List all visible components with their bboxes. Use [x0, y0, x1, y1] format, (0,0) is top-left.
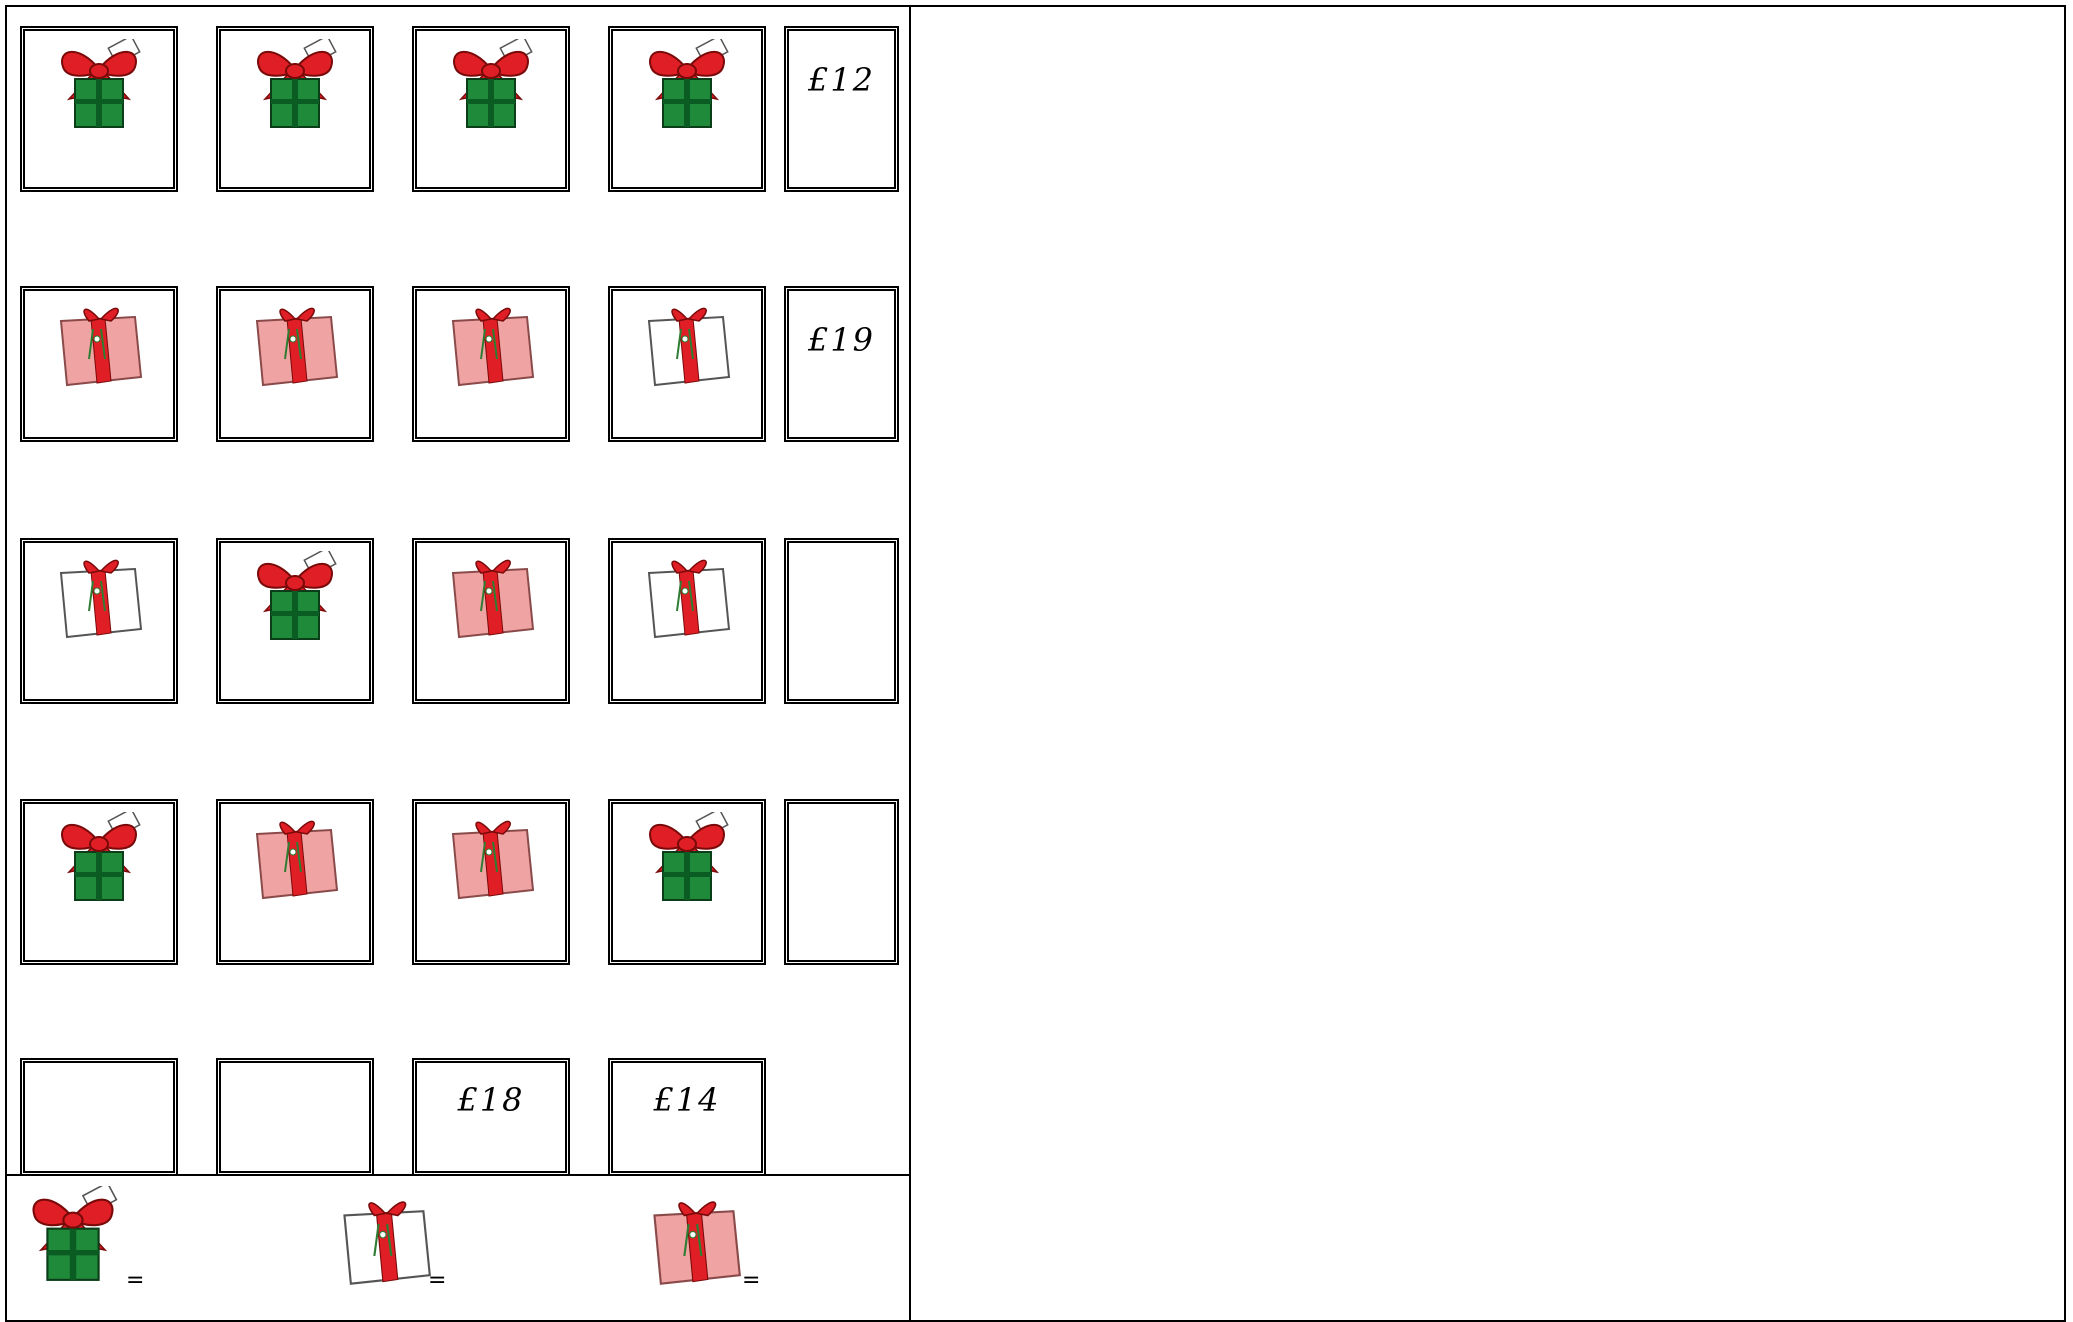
equals-sign: =	[126, 1268, 144, 1293]
green-gift-bow-icon	[637, 39, 737, 129]
column-total-cell	[216, 1058, 374, 1176]
gift-cell	[412, 799, 570, 965]
white-gift-box-icon	[49, 551, 149, 641]
pink-gift-box-icon	[49, 299, 149, 389]
gift-cell	[20, 286, 178, 442]
row-total-cell	[784, 538, 899, 704]
gift-cell	[216, 286, 374, 442]
green-gift-bow-icon	[245, 39, 345, 129]
green-gift-bow-icon	[637, 812, 737, 902]
column-total-cell: £14	[608, 1058, 766, 1176]
gift-cell	[20, 538, 178, 704]
pink-gift-box-icon	[245, 299, 345, 389]
gift-cell	[608, 26, 766, 192]
answer-panel	[909, 5, 2066, 1322]
white-gift-box-icon	[637, 551, 737, 641]
pink-gift-box-icon	[441, 812, 541, 902]
column-total-price: £18	[417, 1081, 565, 1119]
row-total-price: £19	[789, 321, 894, 359]
green-gift-bow-icon	[49, 39, 149, 129]
equals-sign: =	[742, 1268, 760, 1293]
pink-gift-box-icon	[640, 1192, 750, 1288]
green-gift-bow-icon	[245, 551, 345, 641]
gift-cell	[608, 538, 766, 704]
white-gift-box-icon	[330, 1192, 440, 1288]
gift-cell	[20, 799, 178, 965]
row-total-cell: £12	[784, 26, 899, 192]
column-total-cell: £18	[412, 1058, 570, 1176]
gift-cell	[216, 799, 374, 965]
gift-cell	[412, 286, 570, 442]
gift-cell	[412, 538, 570, 704]
row-total-cell: £19	[784, 286, 899, 442]
gift-cell	[608, 286, 766, 442]
pink-gift-box-icon	[245, 812, 345, 902]
row-total-cell	[784, 799, 899, 965]
equals-sign: =	[428, 1268, 446, 1293]
gift-cell	[412, 26, 570, 192]
green-gift-bow-icon	[18, 1186, 128, 1282]
gift-cell	[216, 26, 374, 192]
column-total-cell	[20, 1058, 178, 1176]
pink-gift-box-icon	[441, 299, 541, 389]
gift-cell	[608, 799, 766, 965]
gift-cell	[20, 26, 178, 192]
white-gift-box-icon	[637, 299, 737, 389]
row-total-price: £12	[789, 61, 894, 99]
gift-cell	[216, 538, 374, 704]
pink-gift-box-icon	[441, 551, 541, 641]
column-total-price: £14	[613, 1081, 761, 1119]
green-gift-bow-icon	[441, 39, 541, 129]
green-gift-bow-icon	[49, 812, 149, 902]
